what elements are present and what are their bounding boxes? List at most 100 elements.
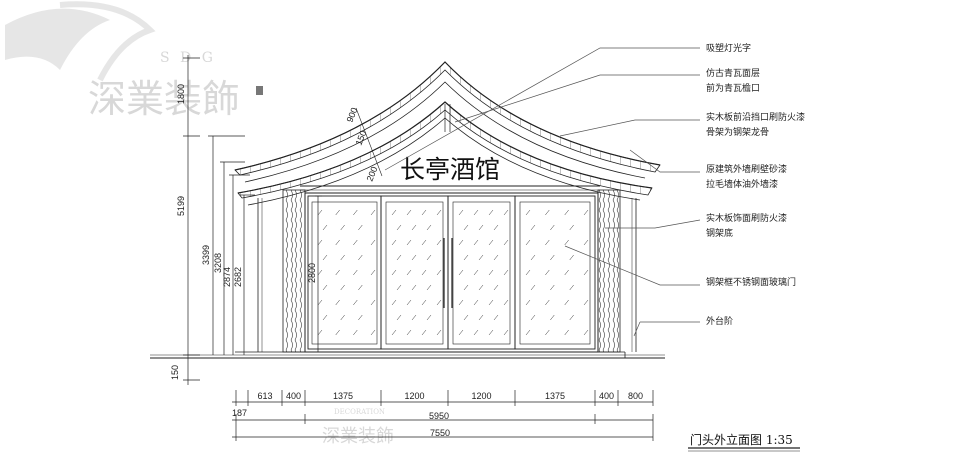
glass-hatch-mark — [340, 314, 345, 321]
dim-label-1200: 1200 — [471, 391, 491, 401]
left-dimensions — [183, 55, 322, 385]
watermark-logo-swoosh — [5, 8, 110, 70]
note-wall-paint: 原建筑外墙刷壁砂漆 — [706, 163, 787, 175]
glass-hatch-mark — [525, 239, 531, 246]
glass-hatch-mark — [358, 284, 363, 291]
dim-label-1375: 1375 — [333, 391, 353, 401]
dim-3399: 3399 — [201, 245, 211, 265]
bottom-dimensions — [232, 390, 654, 441]
glass-hatch-mark — [421, 209, 427, 216]
glass-hatch-mark — [391, 239, 397, 246]
glass-hatch-mark — [340, 254, 345, 261]
glass-hatch-mark — [525, 299, 531, 306]
glass-hatch-mark — [545, 209, 550, 216]
door-panel-4 — [514, 195, 596, 350]
glass-hatch-mark — [463, 314, 469, 321]
glass-hatch-mark — [406, 269, 412, 276]
shop-sign: 长亭酒馆 — [400, 155, 500, 184]
dim-1800: 1800 — [176, 84, 186, 104]
glass-hatch-mark — [317, 299, 323, 306]
glass-hatch-mark — [322, 314, 328, 321]
glass-hatch-mark — [550, 224, 555, 231]
glass-hatch-mark — [530, 314, 536, 321]
glass-hatch-mark — [391, 329, 397, 336]
dim-label-400: 400 — [286, 391, 301, 401]
glass-hatch-mark — [550, 254, 555, 261]
glass-hatch-mark — [317, 269, 323, 276]
glass-reflection-hatch — [317, 209, 589, 336]
glass-hatch-mark — [322, 284, 328, 291]
note-outer-steps: 外台阶 — [706, 315, 733, 327]
glass-hatch-mark — [545, 269, 550, 276]
glass-hatch-mark — [421, 299, 427, 306]
glass-hatch-mark — [530, 284, 536, 291]
glass-hatch-mark — [406, 329, 412, 336]
title-text: 门头外立面图 1:35 — [690, 432, 793, 447]
glass-hatch-mark — [503, 299, 509, 306]
glass-hatch-mark — [473, 239, 479, 246]
right-wood-column — [597, 189, 621, 353]
watermark-center-cn: 深業装飾 — [322, 426, 394, 447]
dim-label-1200: 1200 — [404, 391, 424, 401]
glass-hatch-mark — [358, 254, 363, 261]
glass-hatch-mark — [545, 239, 550, 246]
glass-hatch-mark — [478, 284, 484, 291]
glass-hatch-mark — [421, 329, 427, 336]
glass-hatch-mark — [391, 299, 397, 306]
glass-doors — [304, 192, 599, 353]
note-steel-keel: 骨架为钢架龙骨 — [706, 126, 769, 138]
glass-hatch-mark — [458, 209, 464, 216]
dim-label-187: 187 — [232, 408, 247, 418]
glass-hatch-mark — [340, 224, 345, 231]
glass-hatch-mark — [335, 299, 340, 306]
glass-hatch-mark — [411, 284, 417, 291]
dim-5199: 5199 — [176, 196, 186, 216]
glass-hatch-mark — [473, 269, 479, 276]
note-tile-eave: 前为青瓦檐口 — [706, 82, 760, 94]
glass-hatch-mark — [411, 314, 417, 321]
dim-label-1375: 1375 — [545, 391, 565, 401]
glass-hatch-mark — [436, 269, 442, 276]
glass-hatch-mark — [370, 329, 376, 336]
glass-hatch-mark — [545, 329, 550, 336]
dim-150: 150 — [170, 365, 180, 380]
glass-hatch-mark — [396, 314, 402, 321]
glass-hatch-mark — [370, 299, 376, 306]
glass-hatch-mark — [488, 269, 494, 276]
glass-hatch-mark — [493, 284, 499, 291]
glass-hatch-mark — [525, 329, 531, 336]
left-wood-column — [282, 189, 306, 353]
glass-hatch-mark — [473, 329, 479, 336]
note-glass-door: 钢架框不锈钢面玻璃门 — [706, 276, 796, 288]
note-wood-fascia: 实木板前沿挡口刷防火漆 — [706, 111, 805, 123]
ground — [150, 351, 665, 359]
glass-hatch-mark — [503, 329, 509, 336]
glass-hatch-mark — [421, 269, 427, 276]
dim-label-800: 800 — [628, 391, 643, 401]
glass-hatch-mark — [353, 329, 358, 336]
watermark-brand-cn: 深業装飾 — [88, 77, 240, 121]
glass-hatch-mark — [545, 299, 550, 306]
glass-hatch-mark — [317, 239, 323, 246]
glass-hatch-mark — [569, 254, 574, 261]
dim-label-400: 400 — [599, 391, 614, 401]
annotation-texts: 吸塑灯光字 仿古青瓦面层 前为青瓦檐口 实木板前沿挡口刷防火漆 骨架为钢架龙骨 … — [706, 42, 805, 327]
note-acrylic-light-letters: 吸塑灯光字 — [706, 42, 751, 54]
glass-hatch-mark — [406, 299, 412, 306]
glass-hatch-mark — [503, 269, 509, 276]
glass-hatch-mark — [488, 299, 494, 306]
glass-hatch-mark — [421, 239, 427, 246]
dim-2874: 2874 — [222, 267, 232, 287]
dim-2682: 2682 — [233, 267, 243, 287]
glass-hatch-mark — [370, 239, 376, 246]
glass-hatch-mark — [564, 329, 569, 336]
glass-hatch-mark — [396, 284, 402, 291]
glass-hatch-mark — [458, 329, 464, 336]
glass-hatch-mark — [530, 224, 536, 231]
glass-hatch-mark — [488, 329, 494, 336]
roof — [234, 61, 661, 206]
glass-hatch-mark — [335, 209, 340, 216]
glass-hatch-mark — [550, 314, 555, 321]
